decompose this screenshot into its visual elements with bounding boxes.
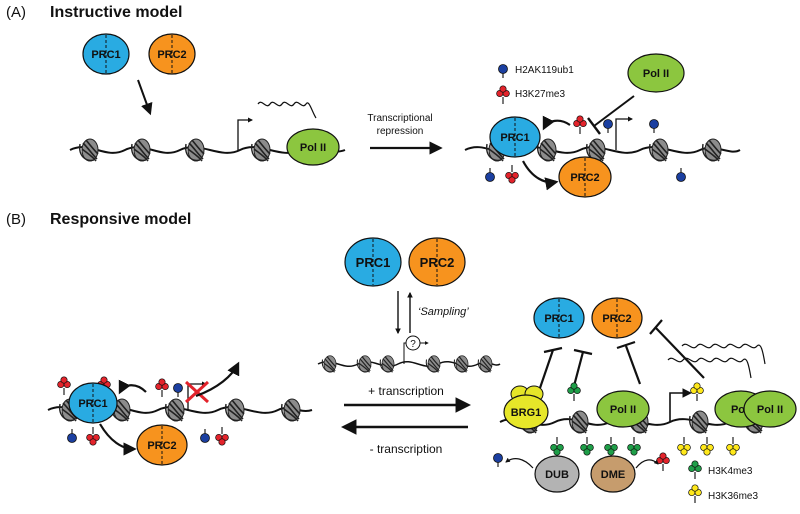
pol2-result-label: Pol II — [643, 68, 669, 80]
prc1-result-label: PRC1 — [500, 132, 529, 144]
prc1-bound: PRC1 — [489, 116, 541, 158]
plus-transcription-label: + transcription — [368, 384, 444, 398]
left-prc2-label: PRC2 — [147, 440, 176, 452]
brg1-complex: BRG1 — [503, 385, 549, 430]
rna-transcript-1 — [667, 357, 752, 379]
prc1-top-label: PRC1 — [356, 255, 391, 270]
arrow-label-2: repression — [377, 126, 424, 137]
right-prc1-label: PRC1 — [544, 313, 573, 325]
feedback-arrow-left-1 — [118, 379, 147, 395]
pol2-b3-label: Pol II — [757, 404, 783, 416]
inhibition-bars — [538, 319, 705, 389]
pol2-label: Pol II — [300, 142, 326, 154]
feedback-arrow-left-2 — [99, 423, 137, 456]
pol2-b1: Pol II — [596, 390, 650, 428]
inhibit-bar — [587, 117, 601, 135]
pol2-inhibited: Pol II — [627, 53, 685, 93]
panel-a-letter: (A) — [6, 4, 26, 21]
inhibit-line — [593, 95, 635, 127]
prc2-free: PRC2 — [408, 237, 466, 287]
arrow-label-1: Transcriptional — [367, 113, 432, 124]
prc2-label: PRC2 — [157, 49, 186, 61]
dme-arrow — [635, 459, 659, 469]
dub-arrow — [505, 457, 534, 469]
feedback-arrow-2 — [522, 160, 559, 191]
panel-b-letter: (B) — [6, 211, 26, 228]
dme-label: DME — [601, 469, 625, 481]
brg1-label: BRG1 — [511, 407, 542, 419]
prc2-bound: PRC2 — [558, 156, 612, 198]
pol2-b3: Pol II — [743, 390, 797, 428]
prc1-complex: PRC1 — [82, 33, 130, 75]
tss-arrow — [237, 117, 254, 150]
sampling-label: ‘Sampling’ — [418, 306, 469, 318]
panel-a: (A) Instructive model PRC1 PRC2 Pol II — [6, 4, 741, 198]
prc2-left: PRC2 — [136, 424, 188, 466]
pol2-a: Pol II — [286, 128, 340, 166]
pol2-b1-label: Pol II — [610, 404, 636, 416]
panel-b: (B) Responsive model PRC1 PRC2 ‘Sampling… — [6, 211, 797, 504]
dub-enzyme: DUB — [534, 455, 580, 493]
left-prc1-label: PRC1 — [78, 398, 107, 410]
prc2-right: PRC2 — [591, 297, 643, 339]
question-mark: ? — [410, 339, 416, 350]
prc2-top-label: PRC2 — [420, 255, 455, 270]
rna-transcript-2 — [681, 343, 766, 365]
rna-transcript — [257, 101, 317, 119]
prc1-label: PRC1 — [91, 49, 120, 61]
feedback-arrow-1 — [542, 115, 571, 131]
panel-b-title: Responsive model — [50, 211, 191, 228]
feedback-arrow-left-3 — [195, 361, 240, 398]
prc2-result-label: PRC2 — [570, 172, 599, 184]
prc1-free: PRC1 — [344, 237, 402, 287]
chromatin-sampling — [317, 361, 501, 367]
recruit-arrow — [137, 79, 153, 116]
right-prc2-label: PRC2 — [602, 313, 631, 325]
legend-h3k4me3: H3K4me3 — [708, 466, 753, 477]
minus-transcription-label: - transcription — [370, 442, 443, 456]
legend-h3k36me3: H3K36me3 — [708, 491, 758, 502]
pol2-b2-label: Po — [731, 404, 745, 416]
legend-h3k27me3: H3K27me3 — [515, 89, 565, 100]
prc1-right: PRC1 — [533, 297, 585, 339]
dme-enzyme: DME — [590, 455, 636, 493]
tss-arrow-active — [669, 388, 692, 422]
prc1-left: PRC1 — [68, 382, 118, 424]
legend-h2ak119ub1: H2AK119ub1 — [515, 65, 574, 76]
panel-a-title: Instructive model — [50, 4, 182, 21]
dub-label: DUB — [545, 469, 569, 481]
prc2-complex: PRC2 — [148, 33, 196, 75]
tss-arrow-repressed — [615, 116, 634, 150]
